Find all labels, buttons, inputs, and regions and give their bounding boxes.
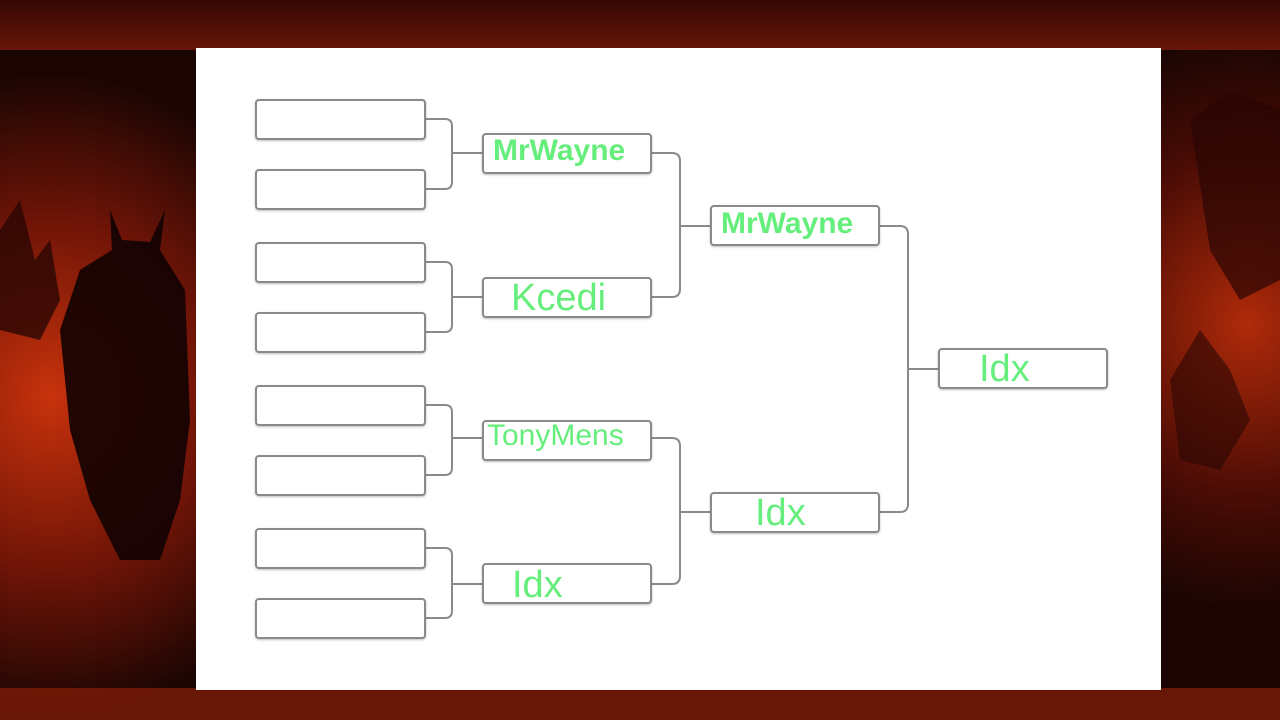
quarterfinal-name-1: MrWayne (493, 134, 626, 167)
quarterfinal-name-2: Kcedi (511, 277, 607, 319)
round1-slot-8 (255, 598, 426, 639)
final-slot (938, 348, 1108, 389)
round1-slot-7 (255, 528, 426, 569)
round1-slot-5 (255, 385, 426, 426)
quarterfinal-name-3: TonyMens (487, 419, 624, 452)
round1-slot-4 (255, 312, 426, 353)
quarterfinal-slot-3 (482, 420, 652, 461)
semifinal-slot-2 (710, 492, 880, 533)
quarterfinal-slot-1 (482, 133, 652, 174)
semifinal-name-2: Idx (755, 492, 806, 534)
semifinal-name-1: MrWayne (721, 207, 854, 240)
round1-slot-6 (255, 455, 426, 496)
final-name: Idx (979, 348, 1030, 390)
quarterfinal-slot-2 (482, 277, 652, 318)
demon-silhouette (60, 210, 190, 560)
quarterfinal-name-4: Idx (512, 564, 563, 606)
round1-slot-1 (255, 99, 426, 140)
round1-slot-2 (255, 169, 426, 210)
semifinal-slot-1 (710, 205, 880, 246)
quarterfinal-slot-4 (482, 563, 652, 604)
round1-slot-3 (255, 242, 426, 283)
